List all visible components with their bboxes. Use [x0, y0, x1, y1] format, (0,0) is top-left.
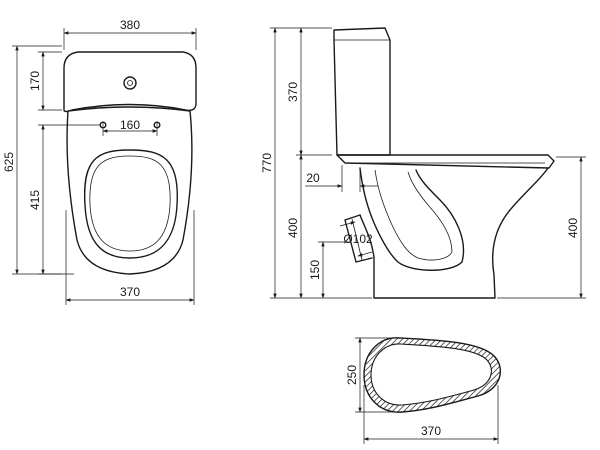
dim-bowl-height-right: 400: [566, 218, 580, 238]
dim-outlet-offset: 20: [306, 171, 320, 185]
trap-inner: [374, 169, 453, 261]
rim-side: [336, 154, 555, 169]
dim-outlet-diameter: Ø102: [343, 232, 373, 246]
dim-outlet-height: 150: [308, 260, 322, 280]
dim-base-width: 370: [421, 424, 441, 438]
dim-bottom-width: 370: [120, 285, 140, 299]
seat-inner-ring: [89, 155, 171, 252]
top-view: 380 170 625 160 415 370: [2, 18, 197, 305]
tank-side-outline: [333, 27, 391, 156]
side-view: 770 370 20 400 150 Ø102 400: [260, 27, 586, 299]
bowl-side-outline: [359, 167, 549, 299]
dim-bowl-length: 415: [28, 190, 42, 210]
dim-tank-depth: 170: [28, 71, 42, 91]
dim-total-length: 625: [2, 152, 16, 172]
tank-outline-top: [63, 51, 197, 113]
outlet-pipe: [344, 214, 373, 263]
dim-bowl-height-left: 400: [286, 218, 300, 238]
base-view: 250 370: [345, 337, 501, 444]
trap-channel: [359, 167, 465, 271]
dim-base-depth: 250: [345, 365, 359, 385]
seat-outer-ring: [83, 149, 178, 259]
flush-button-icon: [123, 76, 137, 90]
dim-total-height: 770: [260, 153, 274, 173]
dim-tank-height: 370: [286, 82, 300, 102]
base-outline-inner: [370, 343, 492, 406]
dim-hole-spacing: 160: [120, 118, 140, 132]
dim-top-width: 380: [120, 18, 140, 32]
bowl-outline-top: [66, 106, 193, 275]
